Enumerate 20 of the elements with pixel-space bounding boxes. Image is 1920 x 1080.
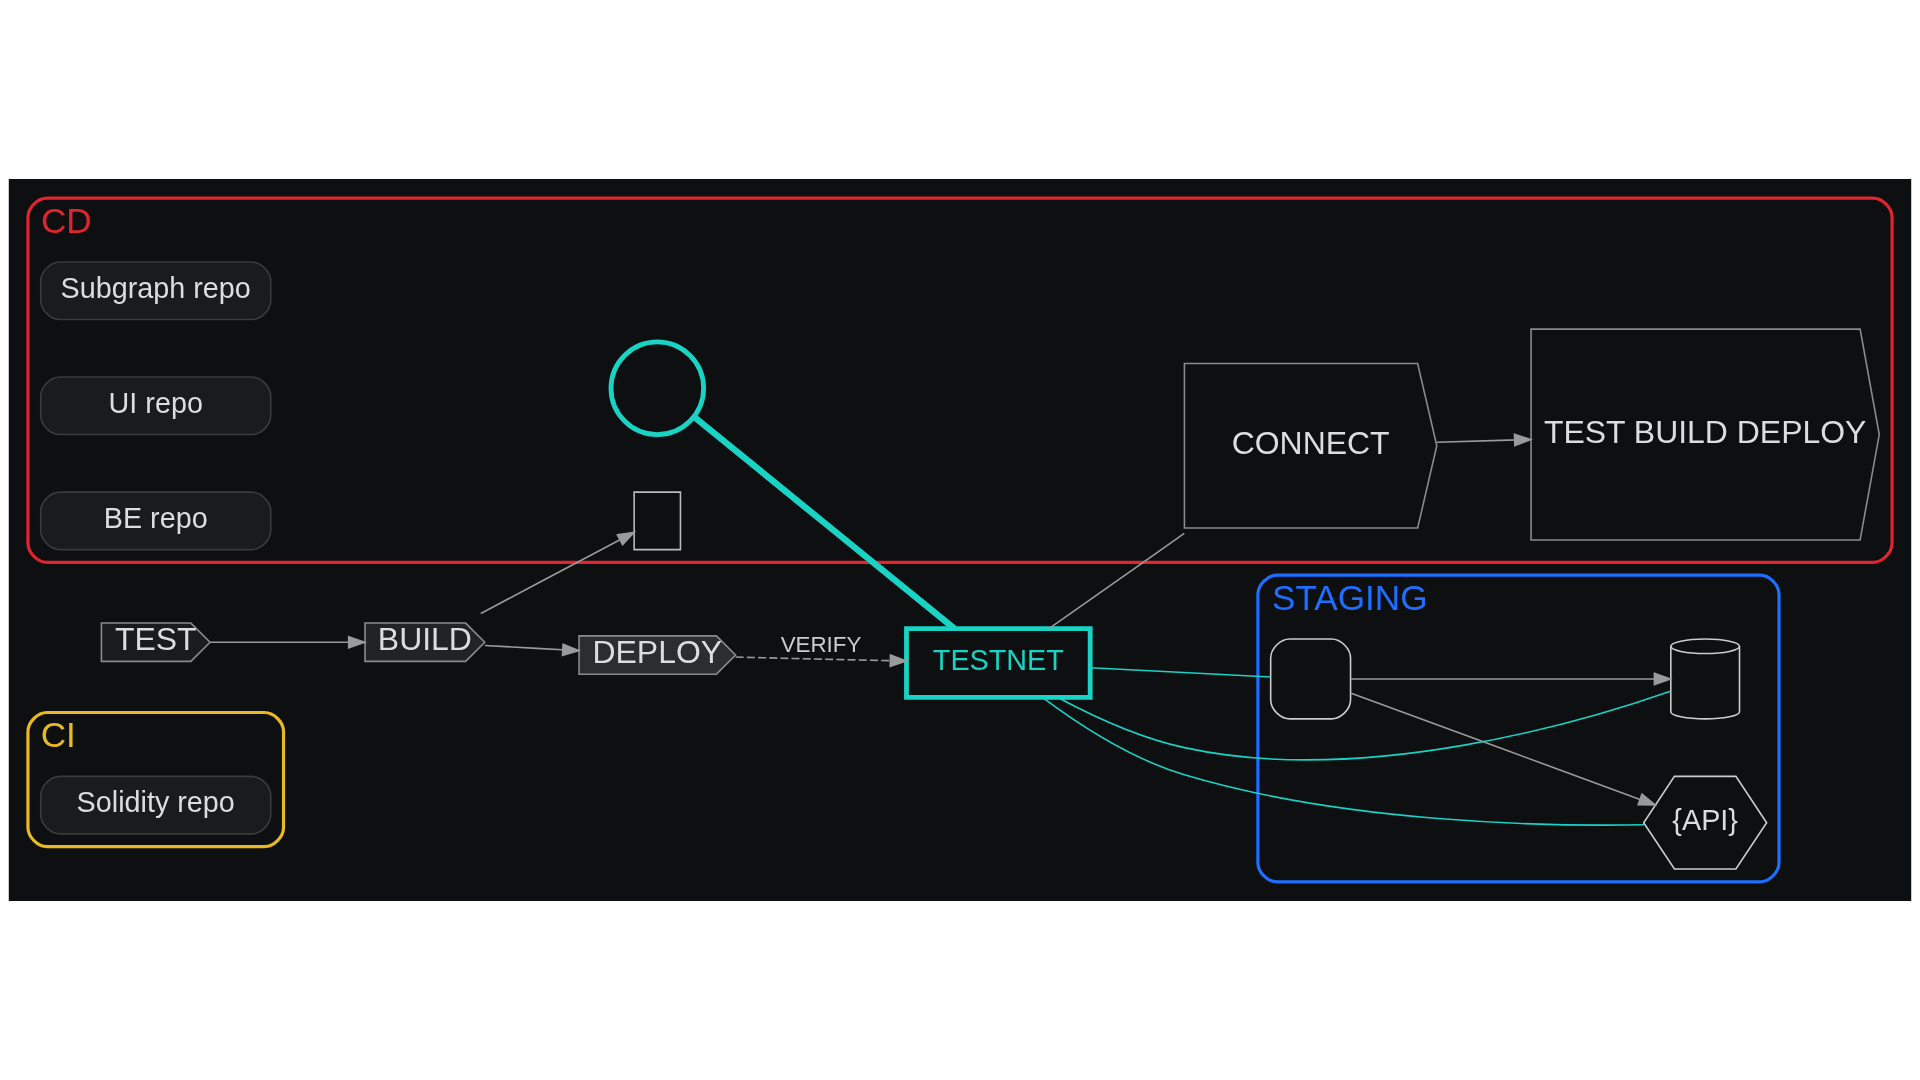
node-box: Subgraph repo xyxy=(39,261,272,321)
arrow xyxy=(209,635,368,649)
edge-label: VERIFY xyxy=(780,632,862,658)
node-box: BE repo xyxy=(39,491,272,551)
node-box: TESTNET xyxy=(904,626,1093,700)
arrow xyxy=(734,653,909,668)
node-box xyxy=(1269,638,1352,720)
connector xyxy=(1048,532,1186,630)
connector xyxy=(1041,696,1646,826)
node-box xyxy=(633,491,682,551)
connector xyxy=(1057,690,1672,761)
node-box: UI repo xyxy=(39,376,272,436)
node-box: Solidity repo xyxy=(39,775,272,835)
arrow xyxy=(1436,433,1534,447)
connector xyxy=(1089,666,1272,678)
arrow xyxy=(1350,672,1673,686)
arrow xyxy=(1350,692,1658,806)
arrow xyxy=(484,643,582,657)
node-circle xyxy=(608,339,707,437)
arrow xyxy=(480,531,637,615)
